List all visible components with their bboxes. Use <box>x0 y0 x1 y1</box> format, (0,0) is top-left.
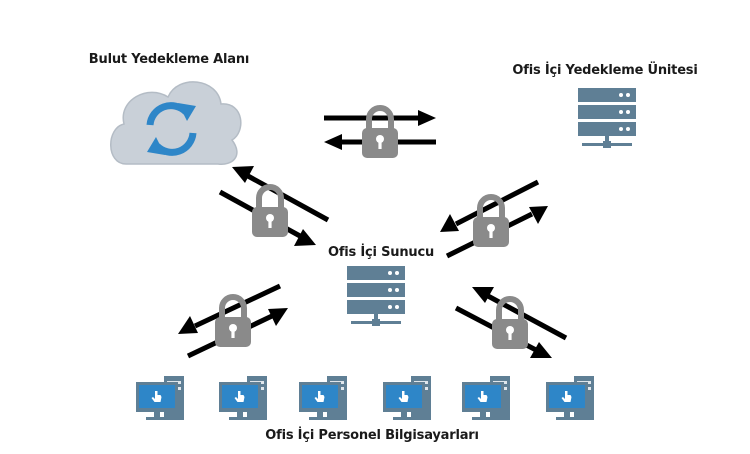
office-server-icon <box>347 266 405 326</box>
desktop-computer-icon <box>299 376 347 420</box>
cloud-backup-label: Bulut Yedekleme Alanı <box>88 52 250 67</box>
desktop-computer-icon <box>219 376 267 420</box>
backup-unit-server-icon <box>578 88 636 148</box>
office-computers-label: Ofis İçi Personel Bilgisayarları <box>265 428 479 443</box>
office-server-label: Ofis İçi Sunucu <box>327 245 435 260</box>
desktop-computer-icon <box>462 376 510 420</box>
padlock-icon <box>252 187 288 237</box>
office-backup-unit-label: Ofis İçi Yedekleme Ünitesi <box>512 63 698 78</box>
cloud-sync-icon <box>110 81 242 165</box>
desktop-computer-icon <box>136 376 184 420</box>
desktop-computer-icon <box>546 376 594 420</box>
padlock-icon <box>215 297 251 347</box>
desktop-computer-icon <box>383 376 431 420</box>
